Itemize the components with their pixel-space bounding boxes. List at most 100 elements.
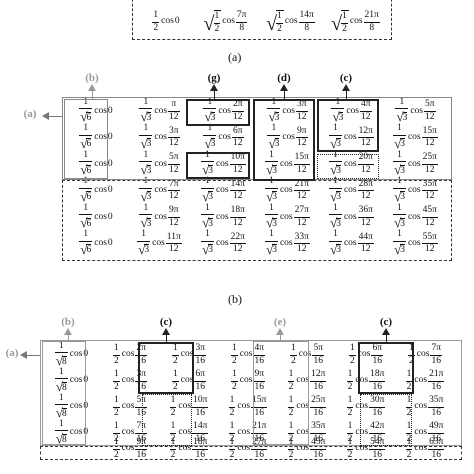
coefficient: 1√3 [137, 230, 151, 257]
fraction-numerator: 1 [58, 340, 64, 351]
fraction-numerator: 1 [269, 176, 274, 187]
radicand: 3 [208, 191, 213, 203]
fraction-bar [346, 406, 354, 408]
radical-sign: √ [268, 109, 276, 125]
fraction-numerator: 1 [229, 395, 235, 405]
fraction-numerator: 9π [136, 437, 146, 447]
cos-function: cos [154, 185, 167, 195]
fraction-bar [312, 354, 324, 356]
c-arrow-a-head [20, 351, 27, 359]
column-b-box [64, 99, 108, 179]
fraction-bar [203, 108, 217, 110]
cos-argument: 0 [107, 238, 113, 248]
fraction-denominator: √3 [201, 216, 214, 231]
cos-function: cos [407, 185, 421, 195]
fraction-denominator: 2 [229, 433, 235, 444]
radicand: 3 [400, 164, 405, 176]
fraction-numerator: 9π [254, 369, 264, 379]
c-arrow-c2-head [382, 328, 390, 335]
coefficient: 1√6 [79, 97, 93, 125]
coefficient: 1√3 [267, 124, 281, 151]
fraction-numerator: 1 [83, 149, 89, 160]
fraction-numerator: 1 [406, 437, 412, 447]
coefficient: 1√3 [201, 177, 214, 204]
fraction-bar [265, 161, 278, 163]
fraction-numerator: 49π [429, 421, 444, 431]
fraction-bar [192, 406, 209, 408]
radical-sign: √ [204, 109, 212, 125]
fraction-bar [54, 378, 68, 379]
fraction-numerator: 63π [429, 437, 444, 447]
fraction-denominator: 12 [425, 138, 435, 149]
arrow-a-head [42, 112, 49, 120]
fraction-denominator: 2 [347, 381, 353, 392]
fraction-bar [329, 214, 342, 216]
cos-function: cos [215, 158, 229, 169]
cos-function: cos [414, 401, 428, 412]
fraction-bar [265, 187, 278, 189]
sqrt: √3 [204, 137, 216, 150]
fraction-bar [346, 432, 354, 434]
coefficient: 1√8 [54, 393, 68, 421]
radical-sign: √ [80, 162, 88, 178]
coefficient: 1√8 [54, 340, 68, 369]
radicand: 3 [272, 244, 277, 256]
fraction-denominator: √6 [79, 190, 92, 205]
fraction-numerator: 3π [136, 369, 146, 379]
fraction-numerator: 1 [406, 421, 412, 431]
cos-function: cos [94, 158, 107, 169]
fraction-denominator: 12 [169, 217, 179, 228]
coefficient: 1√3 [393, 150, 406, 178]
fraction-bar [393, 134, 406, 136]
fraction-denominator: 16 [313, 355, 323, 366]
fraction-denominator: 12 [297, 164, 307, 175]
fraction-numerator: 21π [294, 178, 309, 189]
fraction-bar [192, 448, 209, 450]
cos-function: cos [355, 401, 369, 412]
fraction-denominator: √3 [395, 110, 408, 125]
cos-function: cos [407, 238, 421, 248]
fraction-numerator: 1 [114, 421, 119, 431]
fraction-denominator: √3 [393, 216, 406, 231]
cos-function: cos [180, 349, 194, 360]
radical-sign: √ [394, 241, 402, 257]
cos-function: cos [355, 427, 369, 438]
fraction-numerator: 1 [232, 369, 237, 379]
fraction-bar [296, 137, 308, 139]
caption-a: (a) [228, 50, 242, 64]
fraction-bar [329, 134, 342, 136]
cos-function: cos [154, 158, 167, 169]
fraction-denominator: 2 [277, 23, 282, 34]
fraction-numerator: 1 [342, 11, 347, 21]
fraction-denominator: 16 [431, 433, 441, 444]
fraction-numerator: 1 [335, 96, 341, 107]
coefficient: 1√3 [393, 203, 406, 231]
fraction-bar [172, 354, 179, 356]
sqrt: √3 [330, 216, 341, 229]
fraction-bar [172, 380, 179, 382]
fraction-numerator: 5π [136, 395, 146, 405]
fraction-bar [168, 163, 180, 165]
fraction-bar [135, 448, 147, 450]
cos-function: cos [94, 211, 107, 222]
